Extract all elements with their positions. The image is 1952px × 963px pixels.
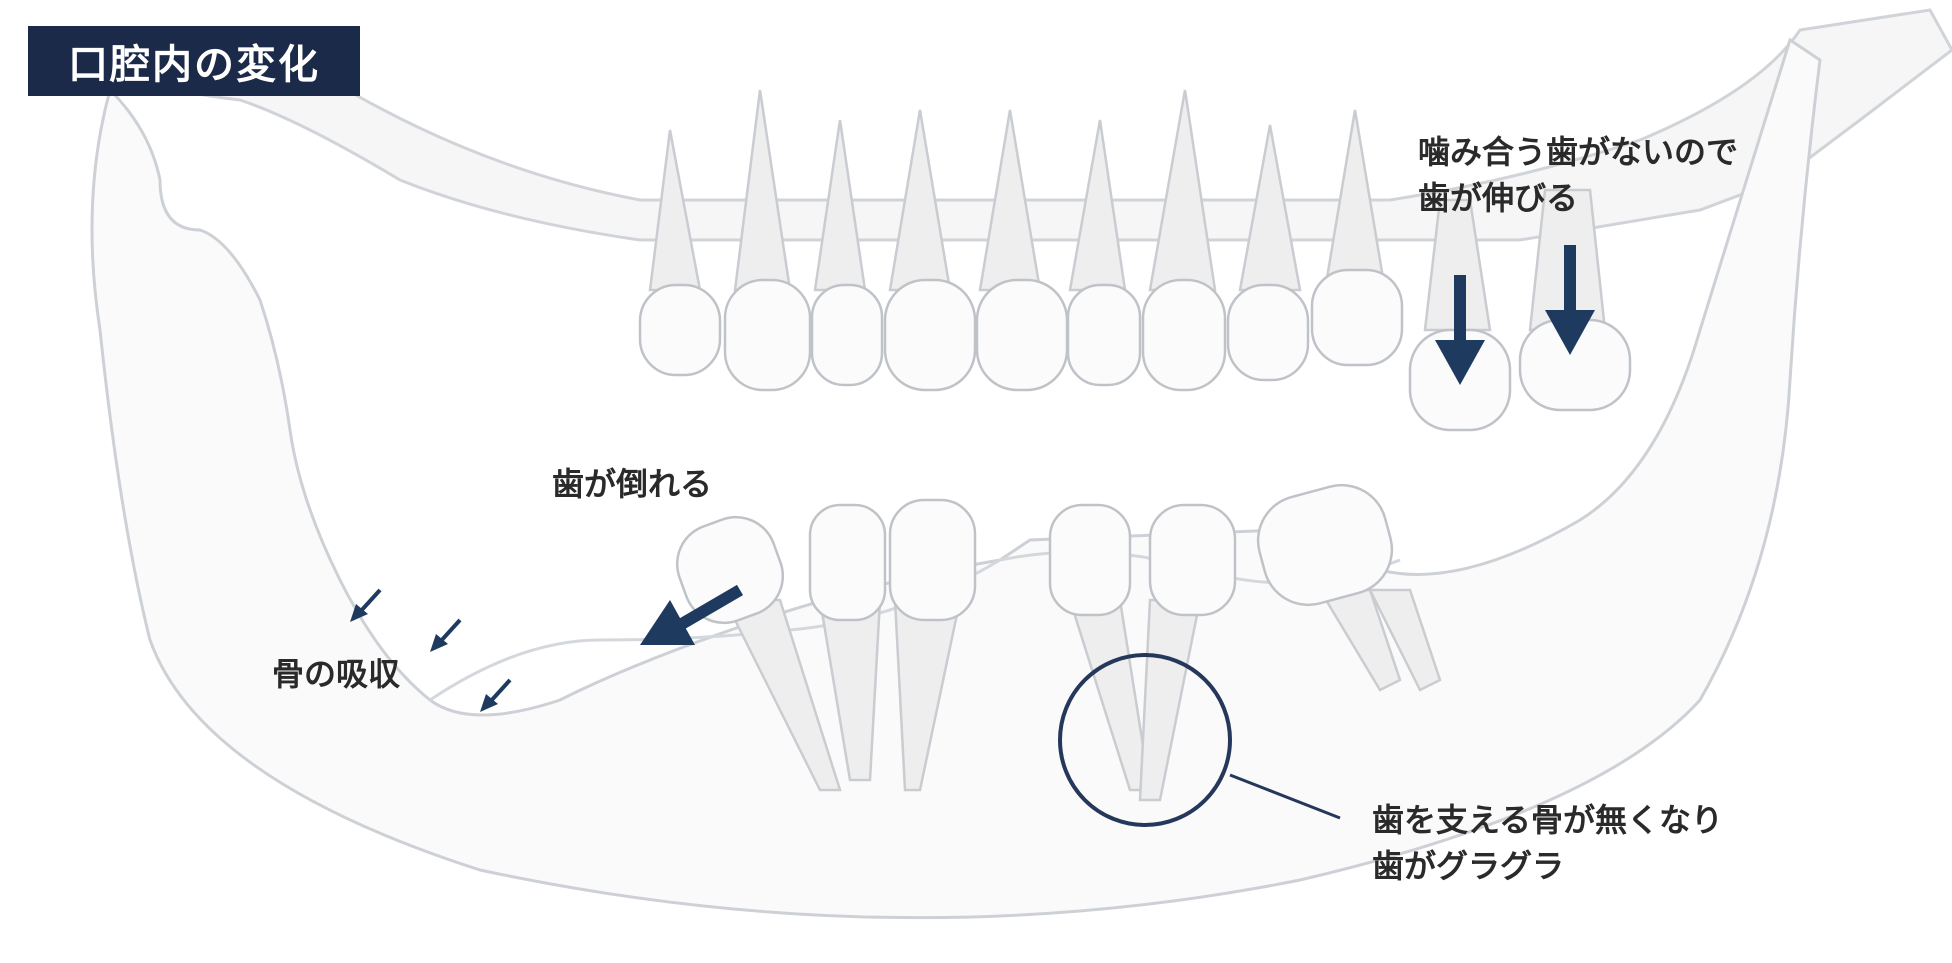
upper-tooth-crown (1228, 285, 1308, 380)
upper-tooth-crown (885, 280, 975, 390)
loose-tooth-crown (1150, 505, 1235, 615)
page-title: 口腔内の変化 (28, 26, 360, 96)
upper-tooth-crown (812, 285, 882, 385)
upper-tooth-crown (1068, 285, 1140, 385)
loose-tooth-label-line1: 歯を支える骨が無くなり (1372, 798, 1723, 842)
upper-tooth-root (735, 90, 790, 290)
tilting-label: 歯が倒れる (552, 462, 712, 506)
upper-tooth-crown (1143, 280, 1225, 390)
bone-resorption-label: 骨の吸収 (272, 652, 400, 696)
upper-tooth-root (1150, 90, 1215, 290)
loose-tooth-crown (1050, 505, 1130, 615)
upper-tooth-crown (1312, 270, 1402, 365)
upper-tooth-crown (725, 280, 810, 390)
resorption-arrow-icon (480, 680, 510, 712)
resorption-arrow-icon (430, 620, 460, 652)
loose-tooth-label-line2: 歯がグラグラ (1372, 844, 1564, 888)
lower-tooth-crown (810, 505, 885, 620)
upper-tooth-crown (640, 285, 720, 375)
overeruption-label-line1: 噛み合う歯がないので (1418, 130, 1738, 174)
upper-tooth-crown (977, 280, 1067, 390)
lower-tooth-crown (890, 500, 975, 620)
overeruption-label-line2: 歯が伸びる (1418, 176, 1578, 220)
